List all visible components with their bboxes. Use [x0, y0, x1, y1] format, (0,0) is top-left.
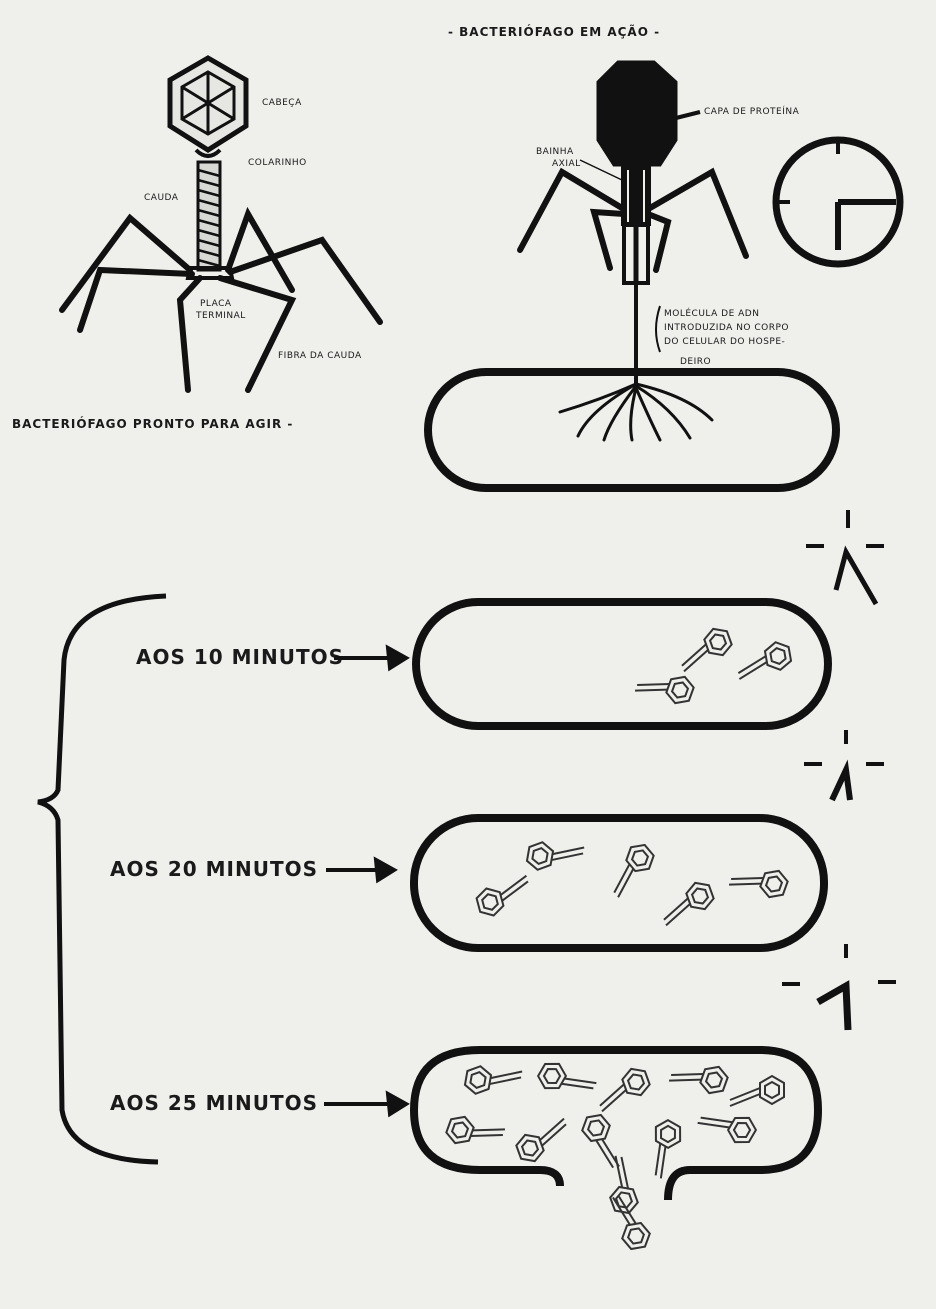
- progeny-phage: [535, 1056, 597, 1109]
- label-capsid: CAPA DE PROTEÍNA: [704, 105, 800, 117]
- label-dna-2: INTRODUZIDA NO CORPO: [664, 323, 789, 333]
- arrow-icon: [326, 860, 394, 880]
- label-dna-1: MOLÉCULA DE ADN: [664, 307, 759, 319]
- title-right: - BACTERIÓFAGO EM AÇÃO -: [448, 24, 660, 39]
- phage-ready-drawing: [62, 58, 380, 390]
- progeny-phage: [580, 1113, 619, 1171]
- caption-left: BACTERIÓFAGO PRONTO PARA AGIR -: [12, 416, 293, 431]
- clock-hand-icon: [782, 944, 896, 1030]
- phage-cluster-10-min: [635, 625, 793, 709]
- progeny-phage: [599, 840, 660, 898]
- label-sheath-2: AXIAL: [552, 159, 581, 169]
- progeny-phage: [674, 625, 735, 672]
- progeny-phage: [444, 1111, 505, 1158]
- progeny-phage: [592, 1065, 653, 1112]
- progeny-phage: [526, 838, 584, 877]
- stage-label-3: AOS 25 MINUTOS: [110, 1091, 318, 1115]
- progeny-phage: [656, 879, 717, 926]
- progeny-phage: [734, 640, 792, 679]
- progeny-phage: [513, 1119, 574, 1166]
- progeny-phage: [730, 1076, 784, 1106]
- progeny-phage: [474, 876, 534, 919]
- label-fibers: FIBRA DA CAUDA: [278, 351, 362, 361]
- arrow-icon: [334, 648, 406, 668]
- progeny-phage: [669, 1052, 730, 1099]
- phage-cluster-25-min: [444, 1052, 784, 1250]
- clock-hand-icon: [806, 510, 884, 604]
- stage-label-1: AOS 10 MINUTOS: [136, 645, 344, 669]
- label-head: CABEÇA: [262, 98, 302, 108]
- progeny-phage: [698, 1097, 760, 1150]
- host-cell-25-min-bursting: [414, 1050, 818, 1200]
- label-collar: COLARINHO: [248, 158, 307, 168]
- label-plate-1: PLACA: [200, 299, 232, 309]
- label-sheath-1: BAINHA: [536, 147, 574, 157]
- arrow-icon: [324, 1094, 406, 1114]
- clock-icon: [776, 140, 900, 264]
- progeny-phage: [729, 856, 790, 903]
- phage-action-drawing: [520, 62, 746, 440]
- clock-hand-icon: [804, 730, 884, 800]
- label-tail: CAUDA: [144, 193, 179, 203]
- label-dna-4: DEIRO: [680, 357, 711, 367]
- host-cell-10-min: [416, 602, 828, 726]
- phage-cluster-20-min: [474, 838, 790, 925]
- progeny-phage: [464, 1062, 522, 1101]
- stage-label-2: AOS 20 MINUTOS: [110, 857, 318, 881]
- label-dna-3: DO CELULAR DO HOSPE-: [664, 337, 785, 347]
- label-plate-2: TERMINAL: [195, 311, 246, 321]
